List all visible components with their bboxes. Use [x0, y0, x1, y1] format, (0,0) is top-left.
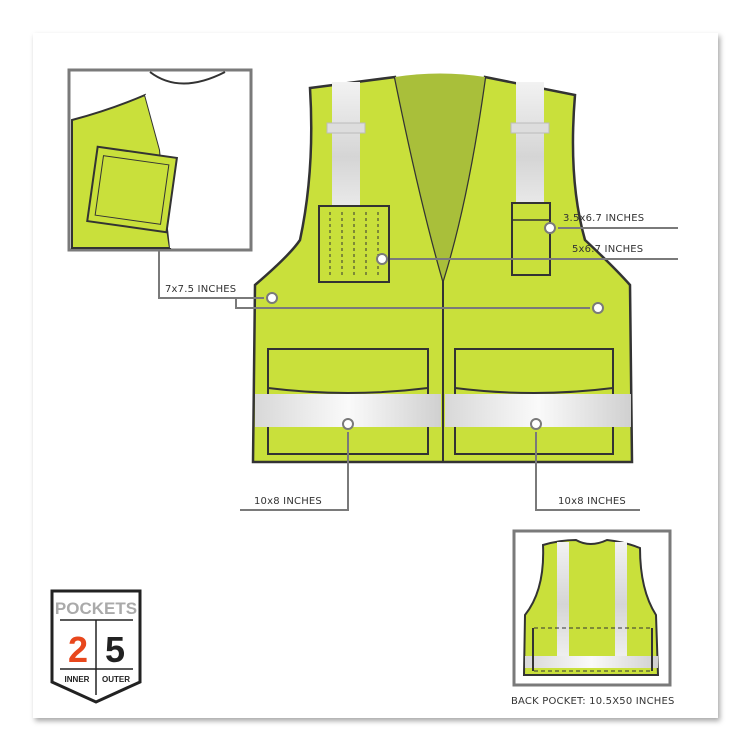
callout-lines	[158, 222, 678, 511]
back-pocket-inset	[512, 529, 672, 687]
front-vest	[251, 73, 634, 464]
inner-label: INNER	[65, 675, 90, 684]
callout-lower-left: 10x8 INCHES	[254, 496, 322, 507]
inner-count: 2	[68, 629, 88, 670]
inner-pocket-inset	[67, 68, 253, 252]
pockets-badge: POCKETS 2 5 INNER OUTER	[50, 589, 142, 704]
callout-inner: 7x7.5 INCHES	[165, 284, 236, 295]
badge-title: POCKETS	[55, 599, 137, 618]
callout-lower-right: 10x8 INCHES	[558, 496, 626, 507]
callout-chest-small: 3.5x6.7 INCHES	[563, 213, 644, 224]
callout-chest-large: 5x6.7 INCHES	[572, 244, 643, 255]
outer-count: 5	[105, 629, 125, 670]
outer-label: OUTER	[102, 675, 130, 684]
back-pocket-label: BACK POCKET: 10.5X50 INCHES	[511, 696, 675, 707]
